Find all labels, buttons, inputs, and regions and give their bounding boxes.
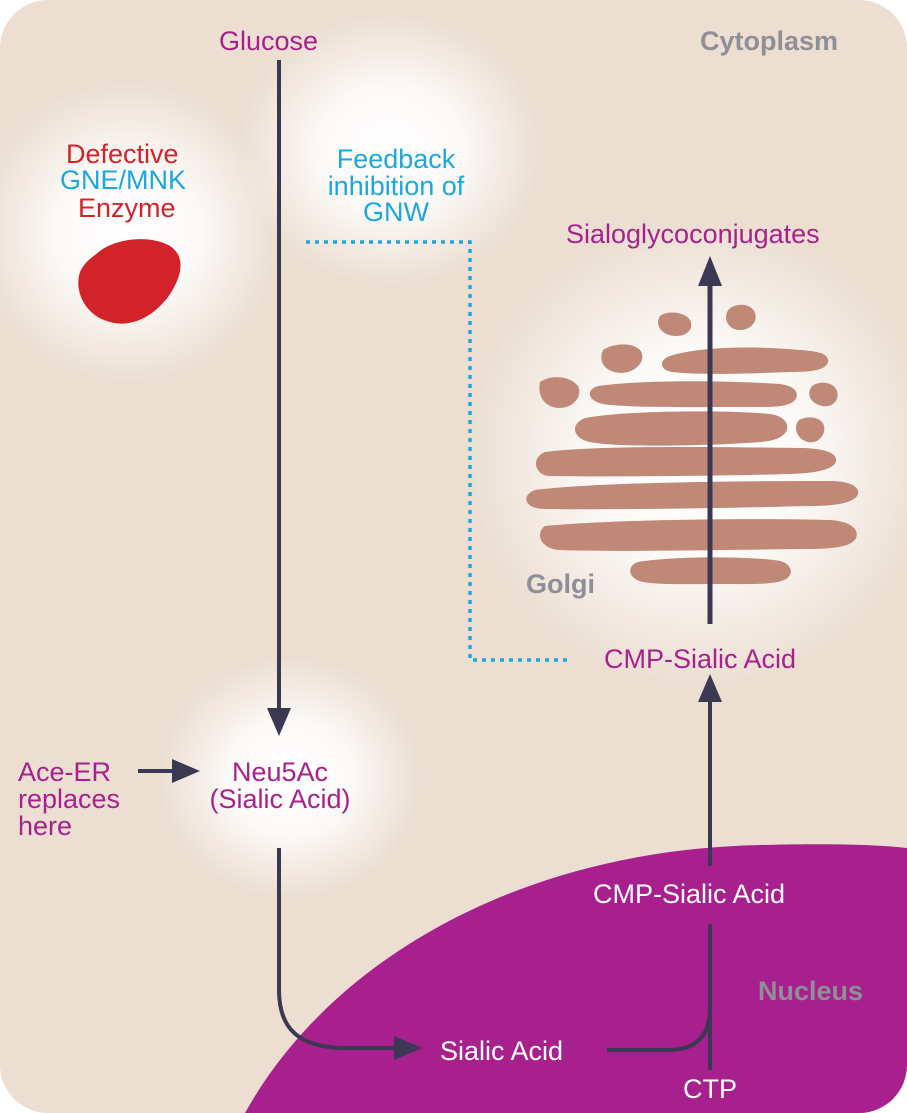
ace-er-line2: replaces [18, 784, 121, 814]
defective-enzyme-shape [78, 239, 181, 324]
ace-er-arrowhead [172, 759, 200, 783]
feedback-line1: Feedback [336, 144, 456, 174]
feedback-inhibition-line [306, 240, 568, 662]
nucleus-to-golgi-arrowhead [698, 674, 722, 702]
neu5ac-to-sialic-acid-line [277, 848, 398, 1050]
ace-er-line3: here [18, 811, 73, 841]
enzyme-glow [0, 82, 278, 382]
feedback-line2: inhibition of [327, 171, 465, 201]
ace-er-line1: Ace-ER [18, 757, 112, 787]
neu5ac-line1: Neu5Ac [231, 757, 329, 787]
feedback-glow [240, 15, 540, 285]
glucose-to-neu5ac-arrowhead [267, 708, 291, 736]
neu5ac-glow [160, 658, 420, 898]
golgi-to-sialoglycoconjugates-arrowhead [698, 256, 722, 286]
defective-line1: Defective [66, 139, 179, 169]
sialic-acid-label: Sialic Acid [440, 1036, 564, 1066]
cmp-sialic-acid-golgi-label: CMP-Sialic Acid [604, 644, 797, 674]
defective-line2: GNE/MNK [60, 165, 187, 195]
neu5ac-line2: (Sialic Acid) [209, 784, 351, 814]
sialoglycoconjugates-label: Sialoglycoconjugates [566, 219, 820, 249]
feedback-line3: GNW [363, 197, 429, 227]
nucleus-label: Nucleus [758, 976, 864, 1006]
cytoplasm-label: Cytoplasm [700, 26, 839, 56]
neu5ac-to-sialic-acid-arrowhead [394, 1036, 422, 1060]
defective-line3: Enzyme [78, 193, 176, 223]
ctp-label: CTP [683, 1074, 737, 1104]
golgi-apparatus [526, 304, 859, 585]
golgi-label: Golgi [526, 569, 595, 599]
cmp-sialic-acid-nucleus-label: CMP-Sialic Acid [593, 879, 786, 909]
glucose-label: Glucose [219, 26, 319, 56]
